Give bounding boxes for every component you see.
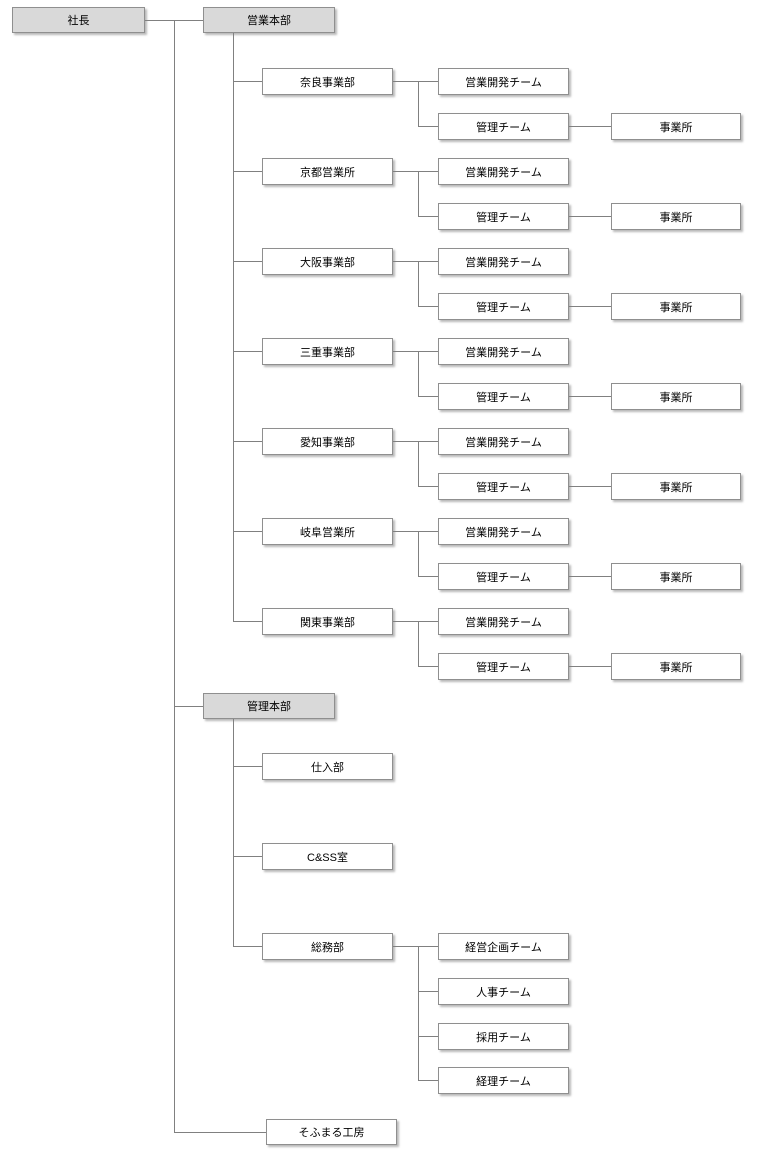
node-office-osaka: 事業所 — [611, 293, 741, 320]
node-sales-dev-team-aichi: 営業開発チーム — [438, 428, 569, 455]
node-division-kyoto: 京都営業所 — [262, 158, 393, 185]
node-dept-css: C&SS室 — [262, 843, 393, 870]
connector — [569, 126, 611, 127]
node-workshop: そふまる工房 — [266, 1119, 397, 1145]
connector — [233, 351, 262, 352]
connector — [393, 171, 438, 172]
connector — [418, 306, 438, 307]
connector — [418, 81, 419, 126]
connector — [393, 81, 438, 82]
connector — [233, 33, 234, 621]
connector — [569, 306, 611, 307]
node-mgmt-team-mie: 管理チーム — [438, 383, 569, 410]
connector — [233, 261, 262, 262]
connector — [393, 621, 438, 622]
connector — [393, 946, 438, 947]
connector — [233, 719, 234, 946]
connector — [418, 531, 419, 576]
connector — [174, 20, 175, 1132]
node-sales-dev-team-kyoto: 営業開発チーム — [438, 158, 569, 185]
node-office-kanto: 事業所 — [611, 653, 741, 680]
node-office-nara: 事業所 — [611, 113, 741, 140]
node-team-corporate-planning: 経営企画チーム — [438, 933, 569, 960]
connector — [418, 1080, 438, 1081]
node-mgmt-team-gifu: 管理チーム — [438, 563, 569, 590]
node-sales-dev-team-nara: 営業開発チーム — [438, 68, 569, 95]
connector — [418, 576, 438, 577]
node-sales-dev-team-mie: 営業開発チーム — [438, 338, 569, 365]
connector — [174, 706, 203, 707]
node-office-aichi: 事業所 — [611, 473, 741, 500]
connector — [233, 621, 262, 622]
connector — [569, 666, 611, 667]
connector — [569, 396, 611, 397]
connector — [418, 621, 419, 666]
connector — [174, 1132, 266, 1133]
node-division-kanto: 関東事業部 — [262, 608, 393, 635]
node-mgmt-team-nara: 管理チーム — [438, 113, 569, 140]
connector — [418, 991, 438, 992]
connector — [418, 126, 438, 127]
node-division-osaka: 大阪事業部 — [262, 248, 393, 275]
node-sales-hq: 営業本部 — [203, 7, 335, 33]
connector — [418, 216, 438, 217]
node-mgmt-team-kyoto: 管理チーム — [438, 203, 569, 230]
connector — [569, 486, 611, 487]
connector — [393, 441, 438, 442]
connector — [233, 856, 262, 857]
node-office-mie: 事業所 — [611, 383, 741, 410]
node-division-nara: 奈良事業部 — [262, 68, 393, 95]
node-team-accounting: 経理チーム — [438, 1067, 569, 1094]
node-president: 社長 — [12, 7, 145, 33]
node-division-aichi: 愛知事業部 — [262, 428, 393, 455]
connector — [418, 351, 419, 396]
connector — [418, 441, 419, 486]
connector — [393, 261, 438, 262]
node-mgmt-team-osaka: 管理チーム — [438, 293, 569, 320]
node-team-hr: 人事チーム — [438, 978, 569, 1005]
node-office-kyoto: 事業所 — [611, 203, 741, 230]
connector — [418, 946, 419, 1080]
connector — [233, 171, 262, 172]
connector — [233, 766, 262, 767]
connector — [418, 486, 438, 487]
node-mgmt-team-aichi: 管理チーム — [438, 473, 569, 500]
node-sales-dev-team-gifu: 営業開発チーム — [438, 518, 569, 545]
node-dept-purchasing: 仕入部 — [262, 753, 393, 780]
node-sales-dev-team-kanto: 営業開発チーム — [438, 608, 569, 635]
connector — [233, 81, 262, 82]
connector — [233, 441, 262, 442]
connector — [418, 261, 419, 306]
node-admin-hq: 管理本部 — [203, 693, 335, 719]
connector — [393, 531, 438, 532]
connector — [418, 666, 438, 667]
node-division-gifu: 岐阜営業所 — [262, 518, 393, 545]
node-mgmt-team-kanto: 管理チーム — [438, 653, 569, 680]
connector — [418, 171, 419, 216]
node-sales-dev-team-osaka: 営業開発チーム — [438, 248, 569, 275]
node-office-gifu: 事業所 — [611, 563, 741, 590]
connector — [569, 216, 611, 217]
connector — [418, 1036, 438, 1037]
connector — [569, 576, 611, 577]
connector — [418, 396, 438, 397]
connector — [393, 351, 438, 352]
connector — [233, 531, 262, 532]
node-dept-general-affairs: 総務部 — [262, 933, 393, 960]
node-team-recruiting: 採用チーム — [438, 1023, 569, 1050]
connector — [233, 946, 262, 947]
node-division-mie: 三重事業部 — [262, 338, 393, 365]
